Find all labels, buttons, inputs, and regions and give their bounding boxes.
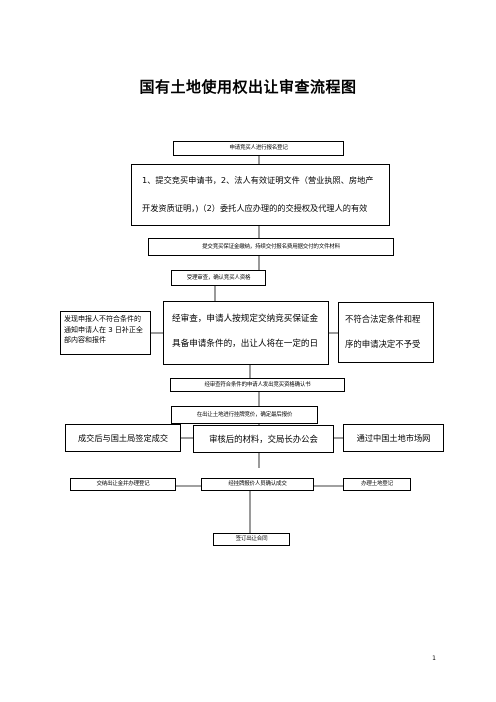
side-sign-deal: 成交后与国土局签定成交 [65,424,181,452]
step-sign-contract: 签订出让合同 [213,533,290,546]
step-submit-documents: 1、提交竞买申请书，2、法人有效证明文件（营业执照、房地产 开发资质证明，)（2… [131,164,390,226]
step-examination: 经审查，申请人按规定交纳竞买保证金 具备申请条件的，出让人将在一定的日 [163,301,329,365]
step-qualification-confirm: 经审查符合条件的申请人发出竞买资格确认书 [170,378,345,392]
side-pay-register-text: 交纳出让金并办理登记 [96,481,150,487]
step-deal-confirm-text: 经挂牌报价人员确认成交 [228,481,287,487]
step-registration: 申请竞买人进行报名登记 [173,141,344,156]
side-reject-line2: 序的申请决定不予受 [345,338,421,349]
step-deposit: 提交竞买保证金缴纳，持续交付报名费用据交付的文件材料 [148,238,394,256]
side-notify-correction: 发现申报人不符合条件的通知申请人在 3 日补正全部内容和报件 [60,311,151,355]
side-reject-line1: 不符合法定条件和程 [345,314,421,324]
step-director-meeting: 审核后的材料，交局长办公会 [193,425,334,453]
side-pay-register: 交纳出让金并办理登记 [70,478,176,491]
step-qualification-confirm-text: 经审查符合条件的申请人发出竞买资格确认书 [204,382,311,388]
side-reject: 不符合法定条件和程 序的申请决定不予受 [338,302,434,363]
side-land-market-text: 通过中国土地市场网 [356,432,431,443]
side-land-register-text: 办理土地登记 [361,481,393,487]
step-director-meeting-text: 审核后的材料，交局长办公会 [209,433,318,444]
step-registration-text: 申请竞买人进行报名登记 [229,145,288,151]
side-notify-correction-text: 发现申报人不符合条件的通知申请人在 3 日补正全部内容和报件 [64,315,143,344]
step-review: 受理审查，确认竞买人资格 [171,270,266,286]
step-submit-line2: 开发资质证明，)（2）委托人应办理的的交授权及代理人的有效 [142,203,368,214]
side-land-register: 办理土地登记 [343,478,411,491]
page-number: 1 [432,655,436,662]
side-land-market: 通过中国土地市场网 [343,424,444,452]
step-bidding: 在出让土地进行挂牌竞价，确定最后报价 [171,406,318,424]
page-title: 国有土地使用权出让审查流程图 [139,78,357,96]
step-deposit-text: 提交竞买保证金缴纳，持续交付报名费用据交付的文件材料 [202,244,340,250]
side-sign-deal-text: 成交后与国土局签定成交 [77,432,169,443]
step-examination-line2: 具备申请条件的，出让人将在一定的日 [172,338,319,349]
step-bidding-text: 在出让土地进行挂牌竞价，确定最后报价 [196,412,293,418]
step-submit-line1: 1、提交竞买申请书，2、法人有效证明文件（营业执照、房地产 [142,175,374,185]
step-deal-confirm: 经挂牌报价人员确认成交 [201,478,314,491]
step-examination-line1: 经审查，申请人按规定交纳竞买保证金 [172,314,319,324]
step-review-text: 受理审查，确认竞买人资格 [186,275,251,281]
step-sign-contract-text: 签订出让合同 [235,536,268,542]
